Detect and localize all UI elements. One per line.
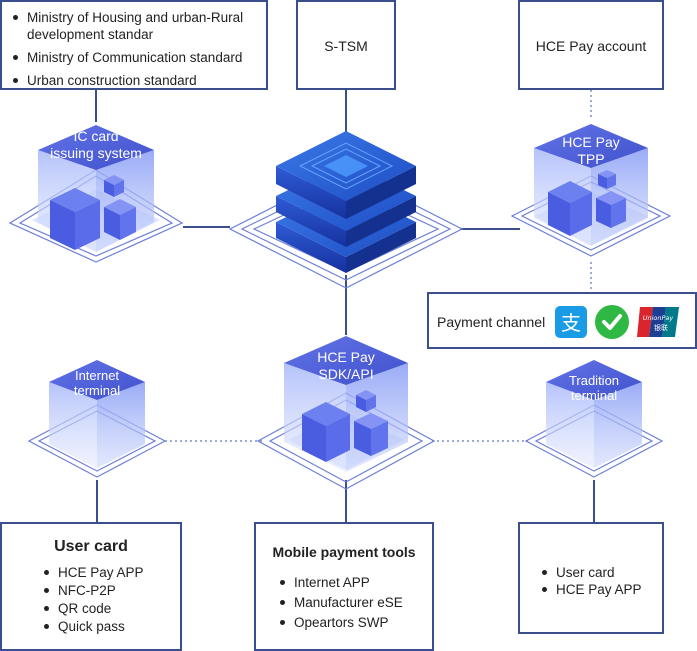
hce-tpp-label: HCE Pay TPP — [541, 134, 641, 168]
ic-card-label-line2: issuing system — [50, 145, 142, 161]
standards-item: Ministry of Communication standard — [7, 49, 260, 66]
mobile-tools-item: Manufacturer eSE — [274, 594, 403, 611]
ic-card-label: IC card issuing system — [46, 128, 146, 162]
standards-item: Urban construction standard — [7, 72, 260, 89]
svg-text:支: 支 — [561, 311, 581, 335]
hce-tpp-node — [510, 124, 672, 257]
ic-card-label-line1: IC card — [73, 128, 119, 144]
tradition-item: HCE Pay APP — [536, 581, 642, 598]
alipay-logo-icon: 支 — [555, 306, 587, 338]
payment-channel-box: Payment channel 支 UnionPay 银联 — [427, 292, 697, 349]
wechat-pay-logo-icon — [595, 305, 629, 339]
internet-terminal-label-line1: Internet — [74, 368, 120, 383]
internet-terminal-label: Internet terminal — [47, 368, 147, 398]
ic-card-node — [8, 125, 184, 263]
internet-terminal-node — [27, 360, 167, 478]
dashed-connectors — [165, 90, 592, 442]
user-card-box: User card HCE Pay APP NFC-P2P QR code Qu… — [0, 522, 182, 651]
hce-tpp-label-line2: TPP — [577, 151, 605, 167]
hce-sdk-label-line1: HCE Pay — [317, 349, 375, 365]
user-card-item: HCE Pay APP — [38, 564, 144, 581]
mobile-tools-item: Internet APP — [274, 574, 403, 591]
tradition-terminal-label-line1: Tradition — [568, 373, 620, 388]
tradition-terminal-label-line2: terminal — [570, 388, 618, 403]
hce-tpp-label-line1: HCE Pay — [562, 134, 620, 150]
stsm-label: S-TSM — [324, 38, 368, 54]
standards-box: Ministry of Housing and urban-Rural deve… — [0, 0, 268, 90]
tradition-box: User card HCE Pay APP — [518, 522, 664, 634]
connector-lines — [95, 90, 595, 522]
mobile-tools-title: Mobile payment tools — [272, 544, 416, 560]
user-card-title: User card — [54, 538, 128, 555]
hce-account-label: HCE Pay account — [535, 38, 647, 54]
tradition-terminal-node — [524, 360, 664, 478]
user-card-item: Quick pass — [38, 618, 144, 635]
user-card-item: NFC-P2P — [38, 582, 144, 599]
hce-sdk-node — [256, 336, 436, 490]
unionpay-text: UnionPay — [643, 314, 674, 322]
tradition-terminal-label: Tradition terminal — [544, 373, 644, 403]
unionpay-logo-icon: UnionPay 银联 — [637, 307, 679, 337]
payment-channel-label: Payment channel — [437, 314, 546, 330]
mobile-tools-item: Opeartors SWP — [274, 614, 403, 631]
hce-account-box: HCE Pay account — [518, 0, 664, 90]
tradition-item: User card — [536, 564, 642, 581]
internet-terminal-label-line2: terminal — [73, 383, 121, 398]
server-stack-icon — [228, 131, 464, 289]
stsm-box: S-TSM — [296, 0, 396, 90]
user-card-item: QR code — [38, 600, 144, 617]
unionpay-subtext: 银联 — [654, 323, 668, 332]
hce-sdk-label: HCE Pay SDK/API — [296, 349, 396, 383]
hce-sdk-label-line2: SDK/API — [318, 366, 374, 382]
mobile-tools-box: Mobile payment tools Internet APP Manufa… — [254, 522, 434, 651]
standards-item: Ministry of Housing and urban-Rural deve… — [7, 9, 260, 43]
